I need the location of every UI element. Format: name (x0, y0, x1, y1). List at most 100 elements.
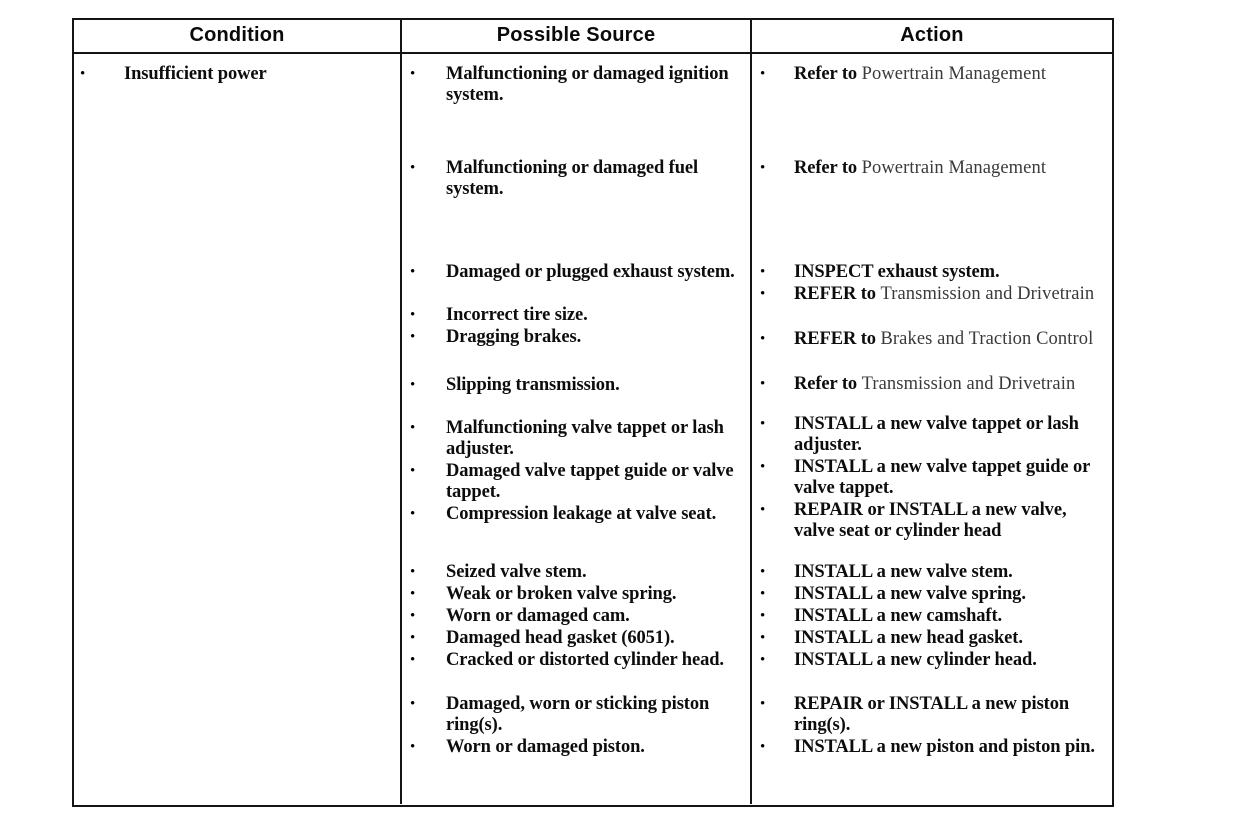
action-reference: Transmission and Drivetrain (880, 284, 1095, 304)
bullet-icon: • (760, 696, 766, 712)
list-item: • INSTALL a new head gasket. (760, 628, 1100, 649)
source-text: Slipping transmission. (446, 375, 620, 395)
bullet-icon: • (760, 160, 766, 176)
action-text: INSTALL a new valve tappet guide or valv… (794, 457, 1100, 499)
action-text: Refer to Transmission and Drivetrain (794, 374, 1075, 395)
action-verb: INSPECT exhaust system. (794, 262, 1000, 282)
list-item: • Dragging brakes. (410, 327, 740, 348)
source-text: Incorrect tire size. (446, 305, 588, 325)
action-text: INSTALL a new camshaft. (794, 606, 1002, 627)
action-text: INSTALL a new valve spring. (794, 584, 1026, 605)
source-text: Malfunctioning or damaged fuel system. (446, 158, 699, 199)
action-text: INSTALL a new valve tappet or lash adjus… (794, 414, 1100, 456)
column-header-possible-source: Possible Source (402, 20, 752, 52)
source-text: Malfunctioning valve tappet or lash adju… (446, 418, 724, 459)
list-item: • Refer to Powertrain Management (760, 158, 1100, 179)
list-item: • INSTALL a new cylinder head. (760, 650, 1100, 671)
list-item: • Incorrect tire size. (410, 305, 740, 326)
bullet-icon: • (410, 652, 416, 668)
list-item: • Worn or damaged cam. (410, 606, 740, 627)
list-item: • Insufficient power (80, 64, 380, 85)
bullet-icon: • (410, 66, 416, 82)
action-text: INSTALL a new valve stem. (794, 562, 1013, 583)
bullet-icon: • (410, 377, 416, 393)
list-item: • REFER to Brakes and Traction Control (760, 329, 1100, 350)
bullet-icon: • (760, 652, 766, 668)
list-item: • Refer to Transmission and Drivetrain (760, 374, 1100, 395)
list-item: • Slipping transmission. (410, 375, 740, 396)
action-verb: INSTALL a new piston and piston pin. (794, 737, 1095, 757)
cell-possible-source: • Malfunctioning or damaged ignition sys… (402, 54, 752, 804)
source-text: Weak or broken valve spring. (446, 584, 677, 604)
action-reference: Transmission and Drivetrain (861, 374, 1076, 394)
bullet-icon: • (410, 586, 416, 602)
action-verb: INSTALL a new valve tappet guide or valv… (794, 457, 1090, 498)
source-text: Cracked or distorted cylinder head. (446, 650, 724, 670)
bullet-icon: • (410, 463, 416, 479)
list-item: • Malfunctioning or damaged ignition sys… (410, 64, 740, 106)
list-item: • INSTALL a new camshaft. (760, 606, 1100, 627)
list-item: • Malfunctioning valve tappet or lash ad… (410, 418, 740, 460)
bullet-icon: • (760, 459, 766, 475)
bullet-icon: • (760, 586, 766, 602)
bullet-icon: • (410, 307, 416, 323)
list-item: • INSTALL a new valve stem. (760, 562, 1100, 583)
action-verb: INSTALL a new valve stem. (794, 562, 1013, 582)
condition-text: Insufficient power (124, 64, 267, 84)
list-item: • Damaged head gasket (6051). (410, 628, 740, 649)
action-text: Refer to Powertrain Management (794, 64, 1046, 85)
column-header-condition: Condition (74, 20, 402, 52)
source-text: Worn or damaged piston. (446, 737, 645, 757)
column-header-action: Action (900, 23, 964, 46)
bullet-icon: • (760, 739, 766, 755)
bullet-icon: • (760, 376, 766, 392)
action-text: REFER to Brakes and Traction Control (794, 329, 1093, 350)
list-item: • REFER to Transmission and Drivetrain (760, 284, 1100, 305)
source-text: Damaged valve tappet guide or valve tapp… (446, 461, 734, 502)
list-item: • INSTALL a new piston and piston pin. (760, 737, 1100, 758)
action-verb: INSTALL a new cylinder head. (794, 650, 1037, 670)
list-item: • Worn or damaged piston. (410, 737, 740, 758)
action-text: INSTALL a new cylinder head. (794, 650, 1037, 671)
list-item: • Seized valve stem. (410, 562, 740, 583)
bullet-icon: • (760, 630, 766, 646)
action-text: INSPECT exhaust system. (794, 262, 1000, 283)
list-item: • REPAIR or INSTALL a new valve, valve s… (760, 500, 1100, 542)
action-text: REPAIR or INSTALL a new valve, valve sea… (794, 500, 1100, 542)
bullet-icon: • (760, 264, 766, 280)
source-text: Damaged, worn or sticking piston ring(s)… (446, 694, 710, 735)
bullet-icon: • (80, 66, 86, 82)
bullet-icon: • (760, 66, 766, 82)
list-item: • Weak or broken valve spring. (410, 584, 740, 605)
bullet-icon: • (760, 502, 766, 518)
list-item: • Damaged, worn or sticking piston ring(… (410, 694, 740, 736)
bullet-icon: • (410, 564, 416, 580)
action-reference: Brakes and Traction Control (880, 329, 1094, 349)
bullet-icon: • (410, 506, 416, 522)
action-verb: Refer to (794, 158, 858, 178)
source-text: Damaged or plugged exhaust system. (446, 262, 735, 282)
action-reference: Powertrain Management (861, 158, 1047, 178)
diagnostic-table: Condition Possible Source Action • Insuf… (72, 18, 1114, 807)
source-text: Damaged head gasket (6051). (446, 628, 675, 648)
table-header-row: Condition Possible Source Action (74, 20, 1112, 54)
source-text: Malfunctioning or damaged ignition syste… (446, 64, 729, 105)
cell-action: • Refer to Powertrain Management • Refer… (752, 54, 1112, 804)
source-text: Seized valve stem. (446, 562, 587, 582)
bullet-icon: • (410, 739, 416, 755)
list-item: • Damaged valve tappet guide or valve ta… (410, 461, 740, 503)
bullet-icon: • (760, 416, 766, 432)
list-item: • INSTALL a new valve tappet or lash adj… (760, 414, 1100, 456)
bullet-icon: • (760, 608, 766, 624)
list-item: • Cracked or distorted cylinder head. (410, 650, 740, 671)
action-verb: INSTALL a new valve tappet or lash adjus… (794, 414, 1079, 455)
action-reference: Powertrain Management (861, 64, 1047, 84)
bullet-icon: • (410, 696, 416, 712)
list-item: • Refer to Powertrain Management (760, 64, 1100, 85)
action-verb: INSTALL a new head gasket. (794, 628, 1023, 648)
action-verb: REFER to (794, 329, 876, 349)
action-text: INSTALL a new piston and piston pin. (794, 737, 1095, 758)
action-text: REFER to Transmission and Drivetrain (794, 284, 1094, 305)
source-text: Dragging brakes. (446, 327, 582, 347)
